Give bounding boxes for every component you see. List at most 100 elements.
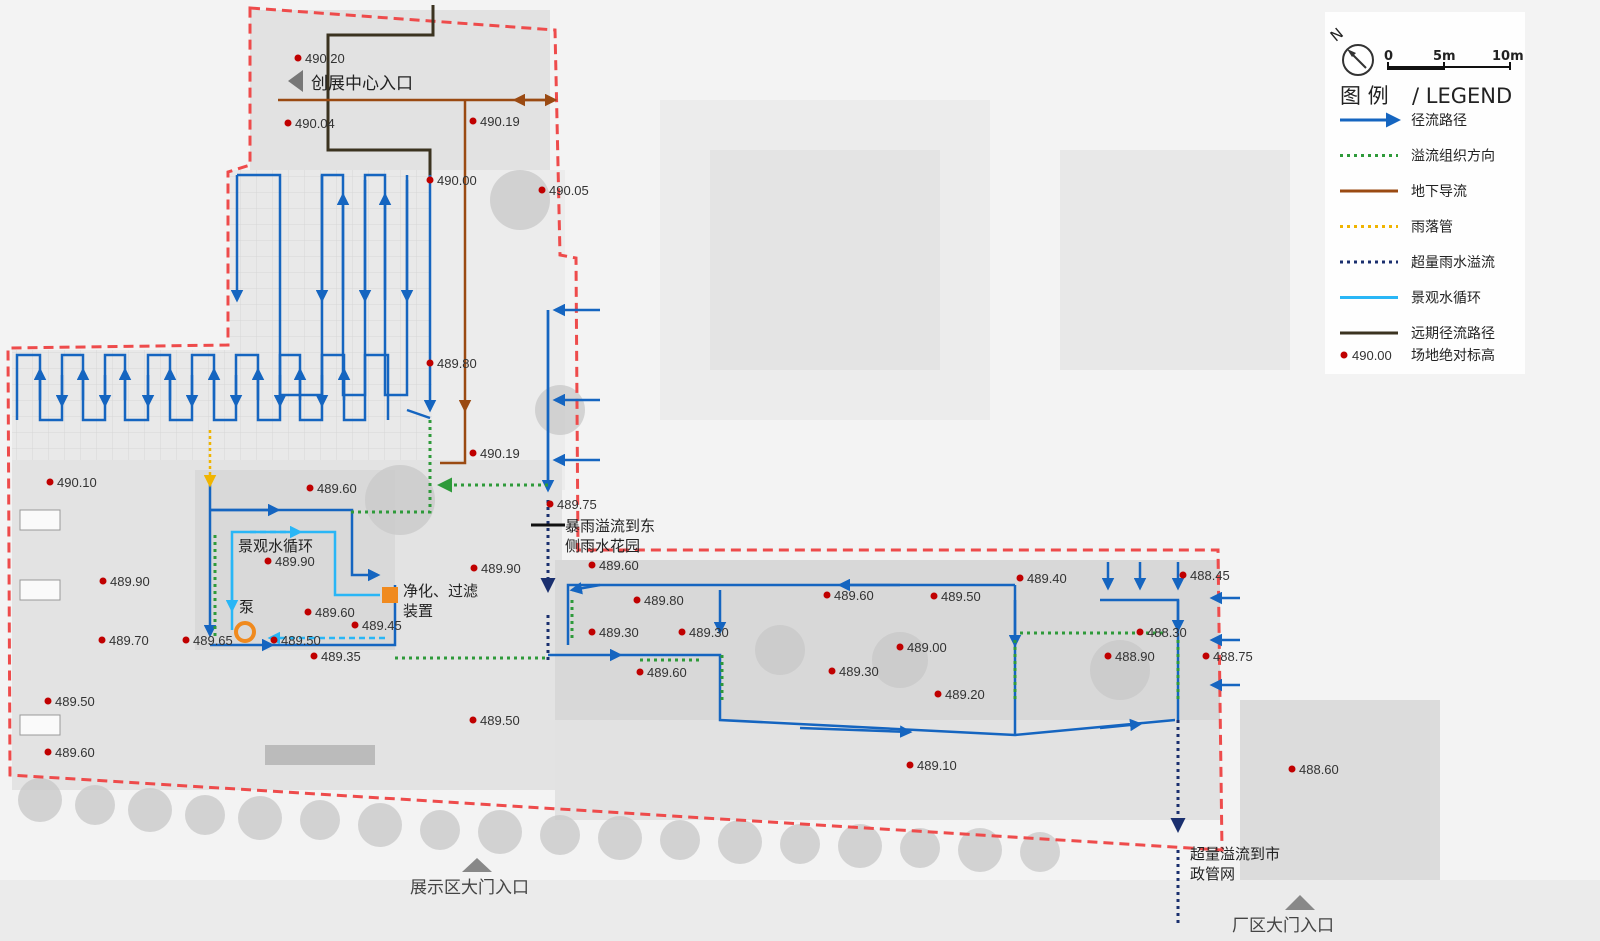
elevation-label: 489.40: [1027, 571, 1067, 586]
elevation-label: 490.04: [295, 116, 335, 131]
elevation-label: 490.10: [57, 475, 97, 490]
elevation-dot: [934, 690, 942, 698]
pump-icon: [234, 621, 256, 643]
legend-title-en: / LEGEND: [1412, 84, 1512, 108]
legend-item-label: 溢流组织方向: [1411, 149, 1495, 165]
elevation-dot: [294, 54, 302, 62]
elevation-dot: [270, 636, 278, 644]
elevation-label: 489.65: [193, 633, 233, 648]
elevation-label: 488.75: [1213, 649, 1253, 664]
north-arrow-icon: [1342, 44, 1374, 76]
elevation-label: 489.10: [917, 758, 957, 773]
elevation-label: 489.30: [599, 625, 639, 640]
pump-label: 泵: [239, 598, 254, 616]
center-entrance-icon: [288, 70, 303, 92]
elevation-label: 489.35: [321, 649, 361, 664]
elevation-dot: [310, 652, 318, 660]
elevation-label: 488.60: [1299, 762, 1339, 777]
legend-title-cn: 图 例: [1340, 84, 1389, 108]
elevation-dot: [99, 577, 107, 585]
elevation-label: 489.60: [55, 745, 95, 760]
underground-diversion: [278, 93, 558, 465]
elevation-dot: [896, 643, 904, 651]
elevation-label: 490.19: [480, 114, 520, 129]
legend-elev-label: 场地绝对标高: [1411, 347, 1495, 364]
elevation-label: 488.45: [1190, 568, 1230, 583]
elevation-label: 489.90: [110, 574, 150, 589]
elevation-dot: [906, 761, 914, 769]
elevation-dot: [538, 186, 546, 194]
elevation-label: 490.05: [549, 183, 589, 198]
legend-elev-sample: 490.00: [1352, 348, 1392, 363]
municipal-overflow-label-2: 政管网: [1190, 865, 1235, 883]
elevation-label: 490.20: [305, 51, 345, 66]
east-overflow-label-2: 侧雨水花园: [565, 537, 640, 555]
elevation-dot: [678, 628, 686, 636]
east-overflow-label-1: 暴雨溢流到东: [565, 517, 655, 535]
elevation-dot: [98, 636, 106, 644]
elevation-label: 489.80: [437, 356, 477, 371]
elevation-dot: [1136, 628, 1144, 636]
future-runoff-path: [326, 5, 435, 180]
center-entrance-label: 创展中心入口: [311, 74, 413, 94]
neighbour-building: [710, 150, 940, 370]
elevation-label: 490.19: [480, 446, 520, 461]
elevation-dot: [351, 621, 359, 629]
elevation-dot: [46, 478, 54, 486]
elevation-dot: [426, 359, 434, 367]
elevation-dot: [828, 667, 836, 675]
elevation-label: 489.70: [109, 633, 149, 648]
elevation-label: 489.50: [55, 694, 95, 709]
elevation-dot: [426, 176, 434, 184]
elevation-label: 488.90: [1115, 649, 1155, 664]
elevation-label: 489.60: [317, 481, 357, 496]
site-boundary: [6, 6, 1224, 852]
elevation-dot: [469, 117, 477, 125]
elevation-dot: [470, 564, 478, 572]
elevation-label: 489.60: [647, 665, 687, 680]
legend-item-label: 景观水循环: [1411, 291, 1481, 307]
purification-device-icon: [382, 587, 398, 603]
neighbour-building: [1060, 150, 1290, 370]
elevation-dot: [1202, 652, 1210, 660]
elevation-dot-icon: [1340, 351, 1348, 359]
elevation-dot: [823, 591, 831, 599]
scale-10: 10m: [1492, 49, 1524, 64]
elevation-dot: [306, 484, 314, 492]
elevation-label: 489.60: [599, 558, 639, 573]
elevation-label: 489.50: [281, 633, 321, 648]
elevation-dot: [633, 596, 641, 604]
elevation-label: 489.50: [941, 589, 981, 604]
elevation-label: 489.50: [480, 713, 520, 728]
elevation-dot: [1104, 652, 1112, 660]
elevation-label: 489.90: [481, 561, 521, 576]
elevation-dot: [284, 119, 292, 127]
elevation-dot: [182, 636, 190, 644]
legend-item-label: 雨落管: [1411, 220, 1453, 236]
legend-item-label: 径流路径: [1411, 113, 1467, 129]
scale-0: 0: [1384, 49, 1393, 64]
scale-bar: [1387, 62, 1511, 70]
elevation-label: 489.75: [557, 497, 597, 512]
factory-gate-icon: [1285, 895, 1315, 910]
factory-building: [1240, 700, 1440, 900]
elevation-label: 489.30: [689, 625, 729, 640]
elevation-label: 488.30: [1147, 625, 1187, 640]
elevation-label: 490.00: [437, 173, 477, 188]
runoff-paths: [15, 173, 1240, 738]
elevation-dot: [588, 561, 596, 569]
elevation-dot: [264, 557, 272, 565]
elevation-dot: [1016, 574, 1024, 582]
legend: N 0 5m 10m 图 例 / LEGEND 径流路径溢流组织方向地下导流雨落…: [1325, 12, 1525, 374]
road: [0, 880, 1600, 941]
municipal-overflow-label-1: 超量溢流到市: [1190, 845, 1280, 863]
elevation-dot: [44, 697, 52, 705]
elevation-label: 489.00: [907, 640, 947, 655]
legend-item-label: 超量雨水溢流: [1411, 255, 1495, 271]
elevation-label: 489.90: [275, 554, 315, 569]
legend-item-label: 远期径流路径: [1411, 326, 1495, 342]
elevation-markers: 490.20 490.04 490.19 490.00 490.05 489.80 490.…: [44, 51, 1339, 777]
factory-gate-label: 厂区大门入口: [1232, 916, 1334, 936]
